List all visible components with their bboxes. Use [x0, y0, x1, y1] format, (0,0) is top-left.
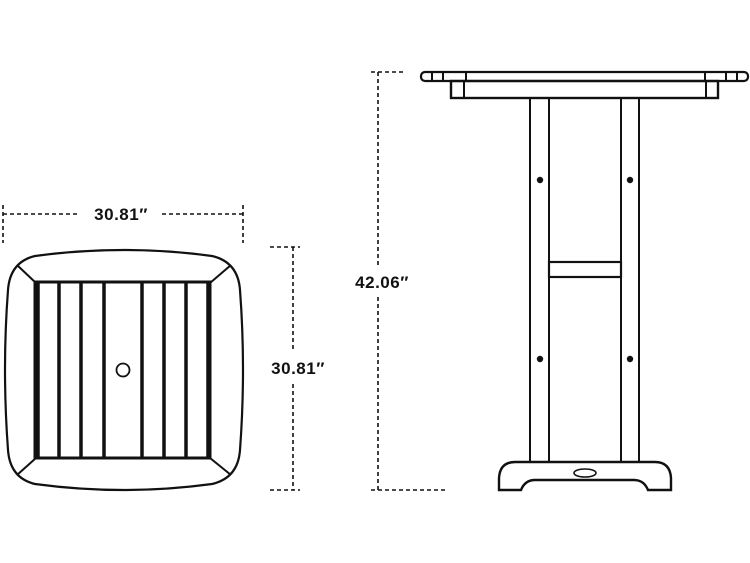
table-side-view	[419, 70, 750, 492]
right-leg	[620, 97, 640, 463]
width-dimension: 30.81″	[2, 205, 244, 243]
depth-dimension: 30.81″	[270, 246, 325, 491]
cross-bar	[547, 260, 623, 279]
height-dimension: 42.06″	[355, 71, 448, 491]
height-label: 42.06″	[355, 273, 409, 292]
umbrella-hole	[115, 362, 131, 378]
depth-label: 30.81″	[271, 359, 325, 378]
width-label: 30.81″	[94, 205, 148, 224]
base	[497, 460, 673, 492]
table-top-view	[3, 248, 245, 492]
left-leg	[529, 97, 550, 463]
